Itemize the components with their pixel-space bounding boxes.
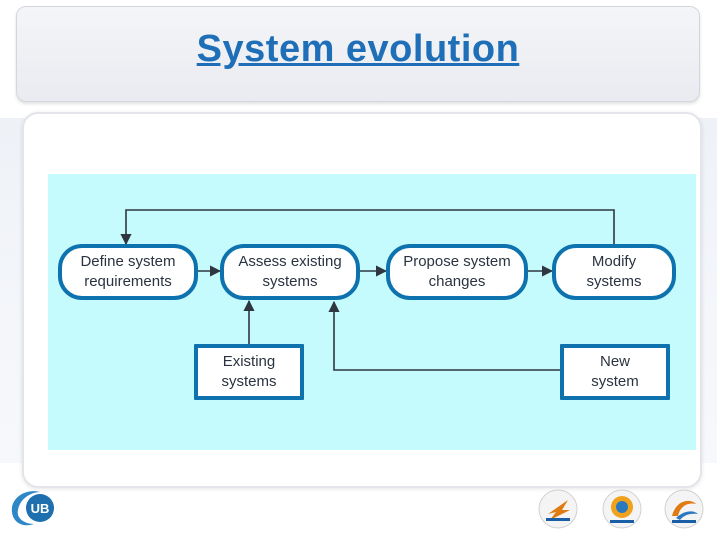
svg-text:UB: UB: [31, 501, 50, 516]
ub-logo-icon: UB: [11, 491, 54, 526]
process-assess-existing: Assess existing systems: [220, 244, 360, 300]
feedback-connector: [120, 209, 615, 246]
diagram-connectors: [120, 209, 615, 371]
partner-logos: [538, 489, 704, 529]
store-new-system: New system: [560, 344, 670, 400]
process-propose-changes: Propose system changes: [386, 244, 528, 300]
partner-logo-2-icon: [602, 489, 642, 529]
store-existing-systems: Existing systems: [194, 344, 304, 400]
process-modify-systems: Modify systems: [552, 244, 676, 300]
diagram-panel: [48, 174, 696, 450]
slide-title: System evolution: [196, 28, 520, 70]
process-define-requirements: Define system requirements: [58, 244, 198, 300]
arrow-new-to-assess: [328, 300, 560, 371]
title-banner: [16, 6, 700, 102]
partner-logo-1-icon: [538, 489, 578, 529]
partner-logo-3-icon: [664, 489, 704, 529]
